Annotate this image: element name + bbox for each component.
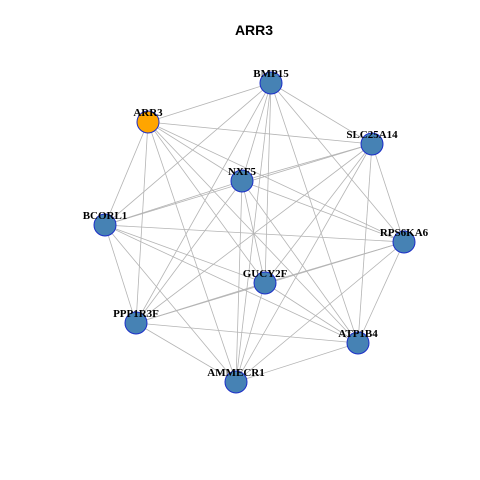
edge-nxf5-gucy2f — [241, 180, 266, 284]
edge-bmp15-bcorl1 — [104, 82, 272, 226]
node-label-arr3: ARR3 — [133, 107, 163, 119]
graph-title: ARR3 — [235, 22, 273, 38]
edge-bmp15-nxf5 — [241, 82, 272, 182]
edge-nxf5-ammecr1 — [235, 180, 243, 383]
node-label-slc25a14: SLC25A14 — [346, 129, 398, 141]
edge-bmp15-gucy2f — [264, 82, 272, 284]
node-ppp1r3f[interactable] — [124, 311, 148, 335]
node-label-nxf5: NXF5 — [228, 166, 257, 178]
edge-nxf5-bcorl1 — [104, 180, 243, 226]
node-label-ammecr1: AMMECR1 — [207, 367, 264, 379]
edge-bcorl1-gucy2f — [104, 224, 266, 284]
edge-bcorl1-atp1b4 — [104, 224, 359, 344]
node-arr3[interactable] — [136, 110, 160, 134]
edge-bmp15-arr3 — [147, 82, 272, 123]
edge-nxf5-atp1b4 — [241, 180, 359, 344]
node-label-bcorl1: BCORL1 — [83, 210, 128, 222]
node-label-rps6ka6: RPS6KA6 — [380, 227, 429, 239]
edge-arr3-nxf5 — [147, 121, 243, 182]
edge-rps6ka6-ammecr1 — [235, 241, 405, 383]
edge-slc25a14-gucy2f — [264, 143, 373, 284]
edge-slc25a14-atp1b4 — [357, 143, 373, 344]
node-layer — [93, 71, 416, 394]
edge-bcorl1-ppp1r3f — [104, 224, 137, 324]
edge-bmp15-slc25a14 — [270, 82, 373, 145]
edge-arr3-ammecr1 — [147, 121, 237, 383]
edge-bmp15-ppp1r3f — [135, 82, 272, 324]
node-label-atp1b4: ATP1B4 — [338, 328, 378, 340]
edge-ppp1r3f-ammecr1 — [135, 322, 237, 383]
node-label-bmp15: BMP15 — [253, 68, 289, 80]
node-bmp15[interactable] — [259, 71, 283, 95]
node-rps6ka6[interactable] — [392, 230, 416, 254]
edge-layer — [104, 82, 405, 383]
edge-arr3-atp1b4 — [147, 121, 359, 344]
node-nxf5[interactable] — [230, 169, 254, 193]
label-layer: BMP15ARR3SLC25A14NXF5BCORL1RPS6KA6GUCY2F… — [83, 68, 429, 379]
edge-arr3-bcorl1 — [104, 121, 149, 226]
node-label-ppp1r3f: PPP1R3F — [113, 308, 159, 320]
edge-gucy2f-ppp1r3f — [135, 282, 266, 324]
edge-nxf5-rps6ka6 — [241, 180, 405, 243]
edge-slc25a14-ammecr1 — [235, 143, 373, 383]
edge-atp1b4-ammecr1 — [235, 342, 359, 383]
node-atp1b4[interactable] — [346, 331, 370, 355]
node-gucy2f[interactable] — [253, 271, 277, 295]
edge-bcorl1-rps6ka6 — [104, 224, 405, 243]
edge-nxf5-ppp1r3f — [135, 180, 243, 324]
edge-bcorl1-ammecr1 — [104, 224, 237, 383]
edge-gucy2f-atp1b4 — [264, 282, 359, 344]
node-slc25a14[interactable] — [360, 132, 384, 156]
edge-slc25a14-rps6ka6 — [371, 143, 405, 243]
edge-bmp15-atp1b4 — [270, 82, 359, 344]
edge-arr3-ppp1r3f — [135, 121, 149, 324]
node-label-gucy2f: GUCY2F — [243, 268, 288, 280]
edge-arr3-gucy2f — [147, 121, 266, 284]
node-bcorl1[interactable] — [93, 213, 117, 237]
edge-ppp1r3f-atp1b4 — [135, 322, 359, 344]
edge-rps6ka6-atp1b4 — [357, 241, 405, 344]
edge-gucy2f-ammecr1 — [235, 282, 266, 383]
edge-arr3-slc25a14 — [147, 121, 373, 145]
edge-arr3-rps6ka6 — [147, 121, 405, 243]
node-ammecr1[interactable] — [224, 370, 248, 394]
edge-bmp15-rps6ka6 — [270, 82, 405, 243]
